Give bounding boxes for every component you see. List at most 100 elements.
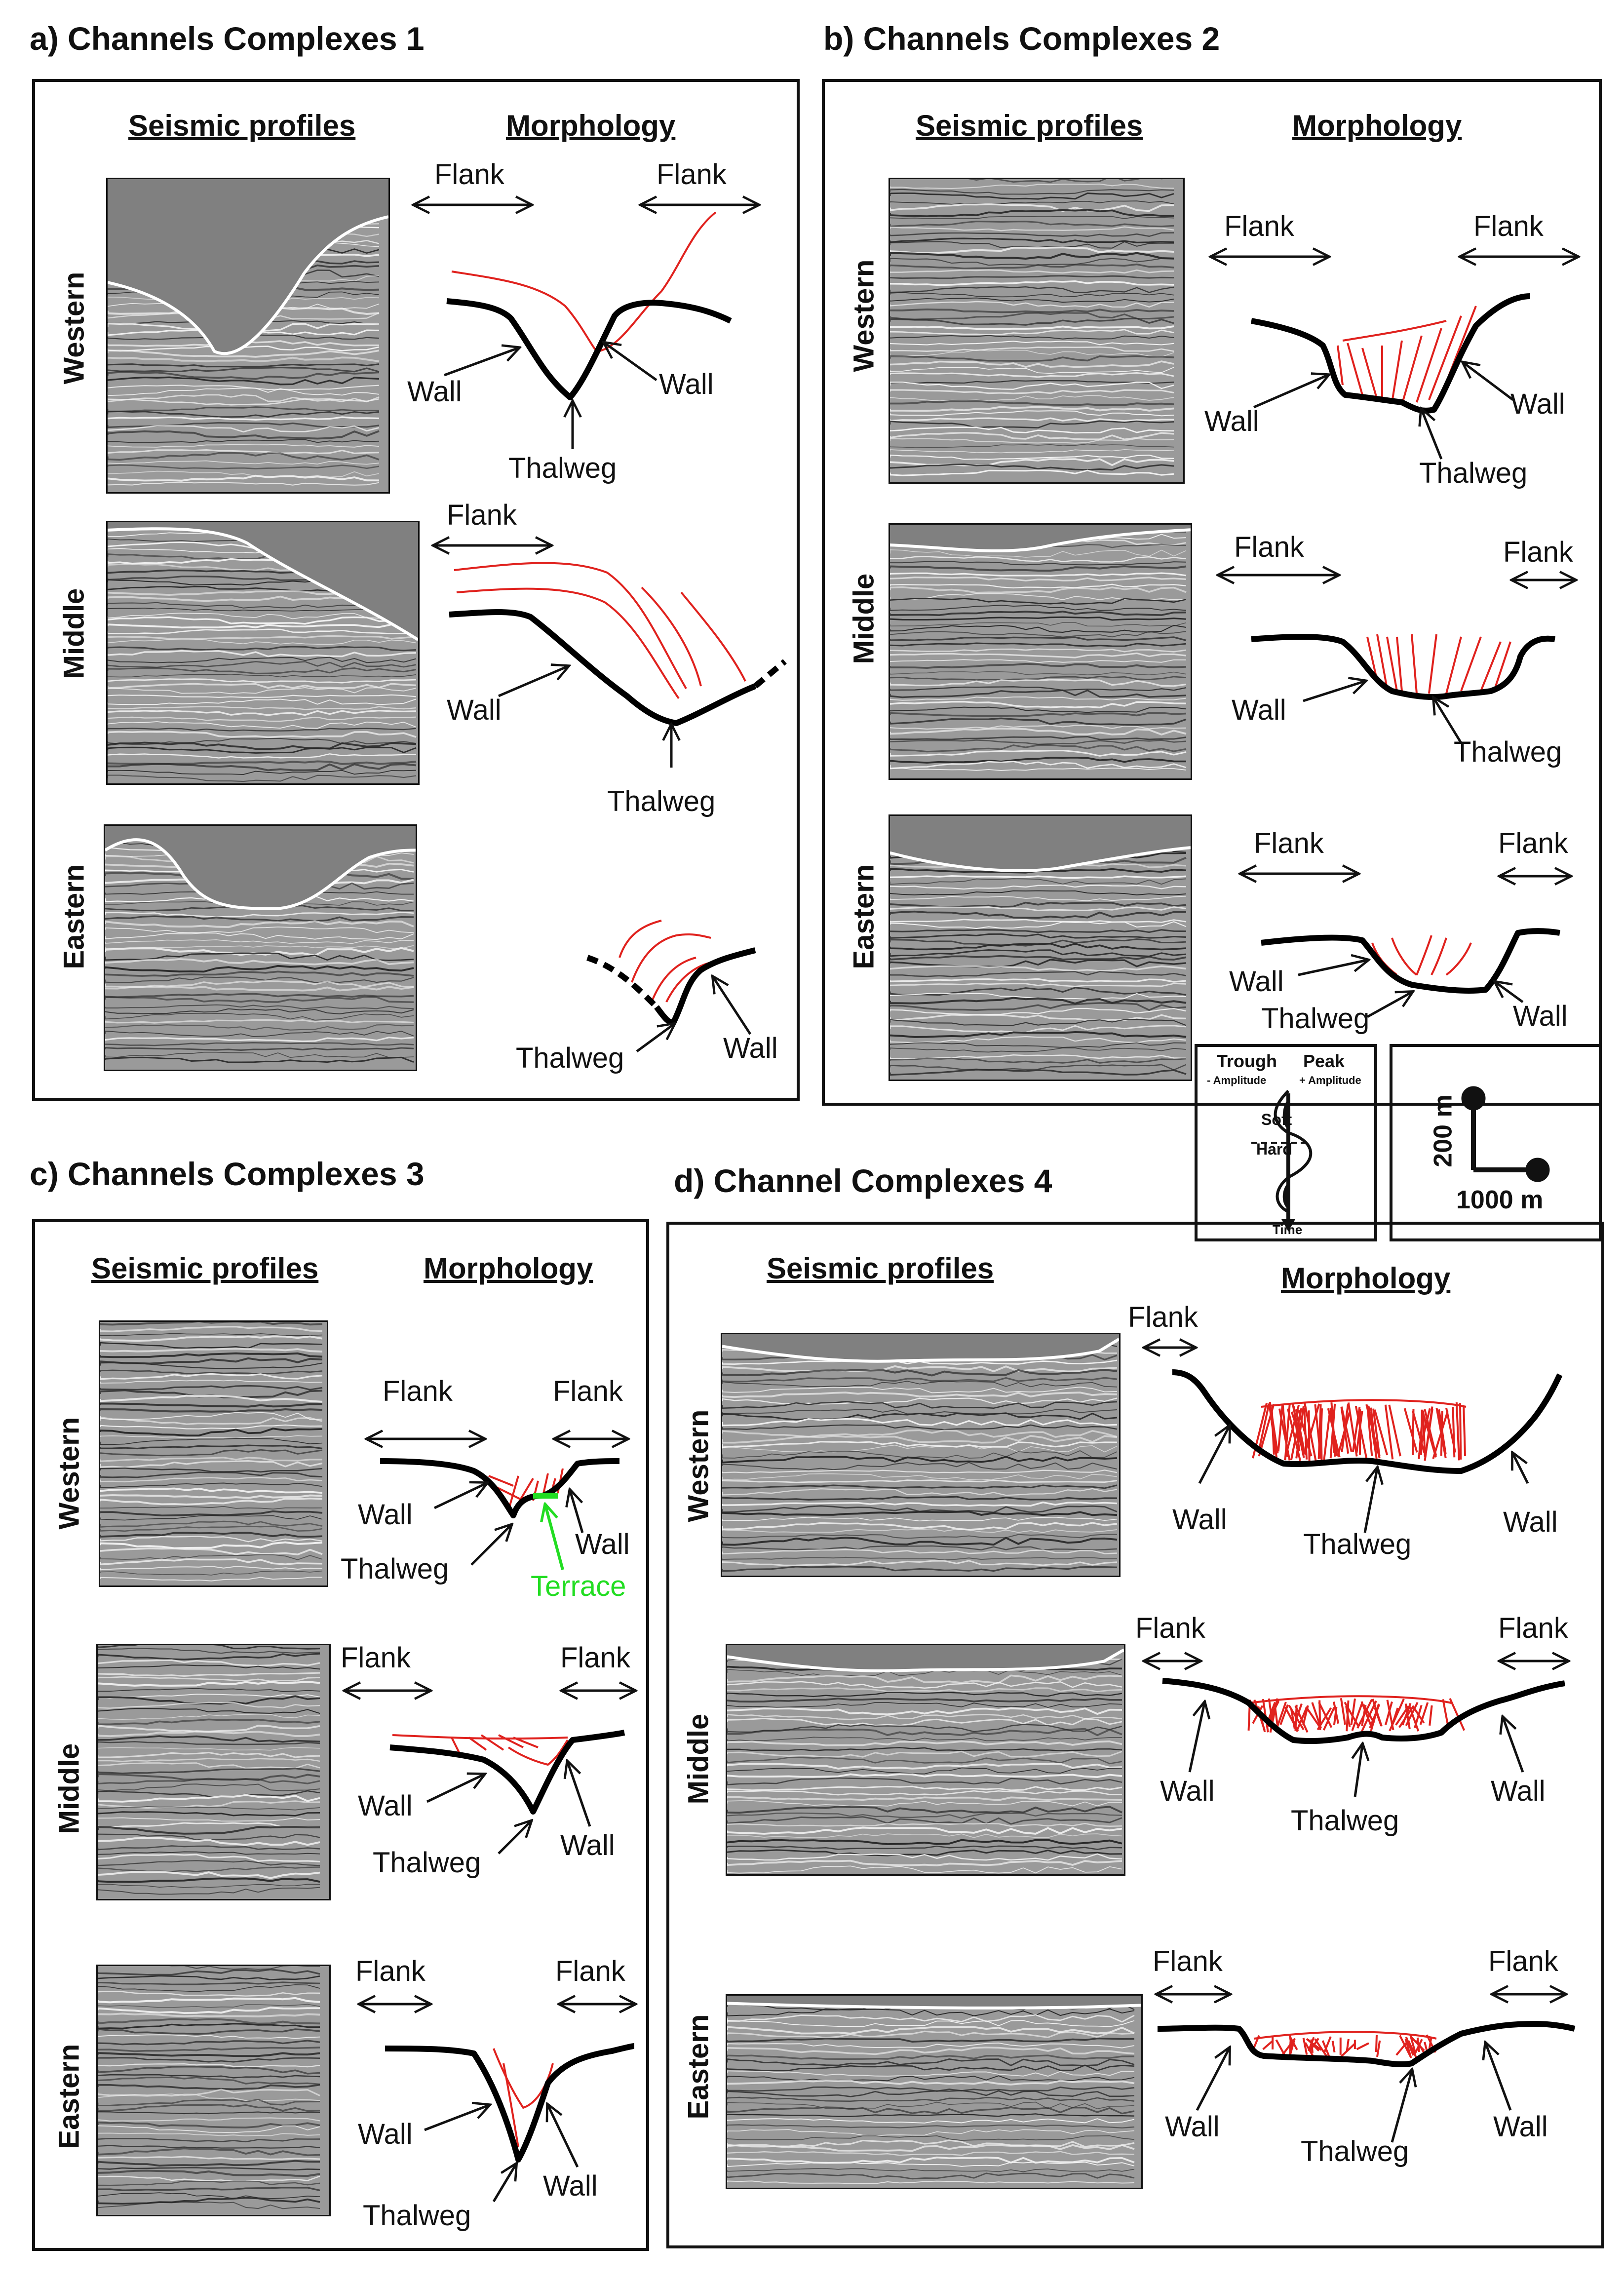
label-wall: Wall: [1229, 966, 1284, 998]
label-thalweg: Thalweg: [1419, 457, 1528, 489]
seismic-profile-d-western: [721, 1333, 1121, 1577]
label-wall: Wall: [1503, 1506, 1558, 1538]
label-wall: Wall: [543, 2170, 598, 2202]
legend-peak-sublabel: + Amplitude: [1299, 1074, 1361, 1086]
morph-b-eastern: [1261, 928, 1560, 994]
legend-hard-label: Hard: [1256, 1140, 1292, 1158]
label-wall: Wall: [575, 1528, 630, 1560]
label-flank: Flank: [1254, 827, 1324, 859]
panel-a-title: a) Channels Complexes 1: [30, 20, 425, 57]
label-wall: Wall: [407, 376, 462, 408]
morph-a-western: [446, 211, 732, 400]
morph-c-western: [380, 1458, 620, 1518]
panel-b-title: b) Channels Complexes 2: [823, 20, 1220, 57]
panel-a-frame: [32, 79, 800, 1101]
label-terrace: Terrace: [531, 1570, 626, 1602]
label-flank: Flank: [657, 158, 727, 191]
panel-c-title: c) Channels Complexes 3: [30, 1156, 425, 1192]
label-flank: Flank: [341, 1642, 411, 1674]
label-thalweg: Thalweg: [1261, 1003, 1370, 1035]
morph-a-middle: [449, 562, 787, 726]
legend-time-label: Time: [1273, 1222, 1303, 1237]
morph-c-eastern: [385, 2043, 635, 2163]
label-flank: Flank: [1473, 210, 1544, 242]
seismic-profile-a-middle: [106, 521, 420, 785]
panel-c-seismic-header: Seismic profiles: [91, 1252, 319, 1285]
label-flank: Flank: [1135, 1612, 1205, 1644]
panel-a-morphology-header: Morphology: [506, 109, 676, 142]
label-thalweg: Thalweg: [607, 785, 716, 817]
label-thalweg: Thalweg: [1291, 1805, 1399, 1837]
panel-a-seismic-header: Seismic profiles: [128, 109, 356, 142]
panel-c-frame: [32, 1219, 649, 2251]
terrace-arrow: [545, 1506, 564, 1570]
label-flank: Flank: [447, 499, 517, 531]
panel-b-seismic-header: Seismic profiles: [916, 109, 1143, 142]
label-wall: Wall: [1165, 2111, 1220, 2143]
label-wall: Wall: [1172, 1504, 1227, 1536]
legend-peak-label: Peak: [1303, 1051, 1345, 1071]
seismic-profile-a-eastern: [104, 824, 417, 1071]
morph-c-middle: [389, 1730, 625, 1815]
scale-bar-vertical-label: 200 m: [1429, 1094, 1458, 1167]
label-flank: Flank: [1234, 531, 1304, 563]
morph-a-eastern: [586, 920, 756, 1025]
seismic-profile-c-eastern: [96, 1965, 331, 2216]
seismic-profile-b-middle: [889, 523, 1192, 780]
morph-d-western: [1172, 1369, 1563, 1474]
polarity-wavelet: [1251, 1089, 1313, 1232]
label-thalweg: Thalweg: [1303, 1528, 1412, 1560]
panel-b-frame: [822, 79, 1602, 1106]
label-flank: Flank: [1153, 1945, 1223, 1977]
label-wall: Wall: [358, 2118, 413, 2150]
label-thalweg: Thalweg: [363, 2200, 471, 2232]
morph-b-western: [1250, 293, 1531, 414]
label-wall: Wall: [1232, 694, 1286, 726]
scale-bar-frame: [1390, 1044, 1602, 1241]
label-wall: Wall: [358, 1499, 413, 1531]
legend-trough-label: Trough: [1217, 1051, 1277, 1071]
label-flank: Flank: [1498, 1612, 1568, 1644]
scale-bar-horizontal-label: 1000 m: [1456, 1186, 1544, 1214]
seismic-profile-b-western: [889, 178, 1185, 484]
morph-b-middle: [1251, 634, 1555, 700]
legend-trough-sublabel: - Amplitude: [1207, 1074, 1267, 1086]
label-thalweg: Thalweg: [373, 1847, 481, 1879]
panel-c-morphology-header: Morphology: [424, 1252, 593, 1285]
panel-b-morphology-header: Morphology: [1292, 109, 1462, 142]
label-flank: Flank: [383, 1375, 453, 1407]
label-wall: Wall: [723, 1032, 778, 1064]
label-thalweg: Thalweg: [516, 1042, 624, 1074]
label-flank: Flank: [355, 1955, 425, 1987]
label-wall: Wall: [1493, 2111, 1548, 2143]
seismic-profile-d-eastern: [726, 1994, 1143, 2189]
morph-d-middle: [1162, 1678, 1565, 1744]
panel-d-seismic-header: Seismic profiles: [767, 1252, 994, 1285]
label-flank: Flank: [555, 1955, 625, 1987]
panel-d-title: d) Channel Complexes 4: [674, 1162, 1052, 1199]
panel-d-frame: [666, 1222, 1604, 2248]
morph-d-eastern: [1157, 2021, 1576, 2068]
label-wall: Wall: [1491, 1775, 1546, 1807]
label-flank: Flank: [434, 158, 504, 191]
label-flank: Flank: [553, 1375, 623, 1407]
label-flank: Flank: [1128, 1301, 1198, 1333]
label-wall: Wall: [1160, 1775, 1215, 1807]
label-wall: Wall: [1204, 405, 1259, 437]
label-flank: Flank: [1224, 210, 1294, 242]
label-flank: Flank: [1503, 536, 1573, 568]
label-thalweg: Thalweg: [508, 452, 617, 484]
label-wall: Wall: [659, 368, 714, 400]
label-wall: Wall: [358, 1790, 413, 1822]
seismic-profile-c-middle: [96, 1644, 331, 1900]
panel-d-morphology-header: Morphology: [1281, 1262, 1451, 1295]
legend-soft-label: Soft: [1261, 1111, 1292, 1128]
label-wall: Wall: [1513, 1000, 1568, 1032]
seismic-profile-d-middle: [726, 1644, 1125, 1876]
seismic-profile-c-western: [99, 1320, 328, 1587]
label-flank: Flank: [1488, 1945, 1558, 1977]
label-wall: Wall: [447, 694, 502, 726]
polarity-legend-frame: [1195, 1044, 1377, 1241]
